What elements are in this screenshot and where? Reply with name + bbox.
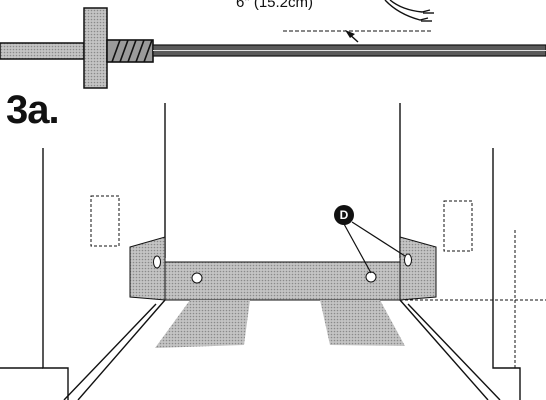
cabinet-lines [0,103,521,400]
stripped-wire-ends [384,0,434,22]
measurement-label: 6" (15.2cm) [236,0,314,11]
screw-hole [404,253,412,267]
twisted-wire [106,39,154,63]
callout-badge: D [334,205,354,225]
anti-tip-bracket [129,236,437,348]
power-cord [0,0,546,89]
floor-lines [63,299,501,400]
outlet-boxes [90,195,546,368]
step-label: 3a. [6,88,60,132]
cord-grommet [83,7,108,89]
arrow-icon [345,30,359,43]
screw-hole [191,272,203,284]
screw-hole [365,271,377,283]
callout-leaders [343,221,406,274]
screw-hole [153,255,161,269]
